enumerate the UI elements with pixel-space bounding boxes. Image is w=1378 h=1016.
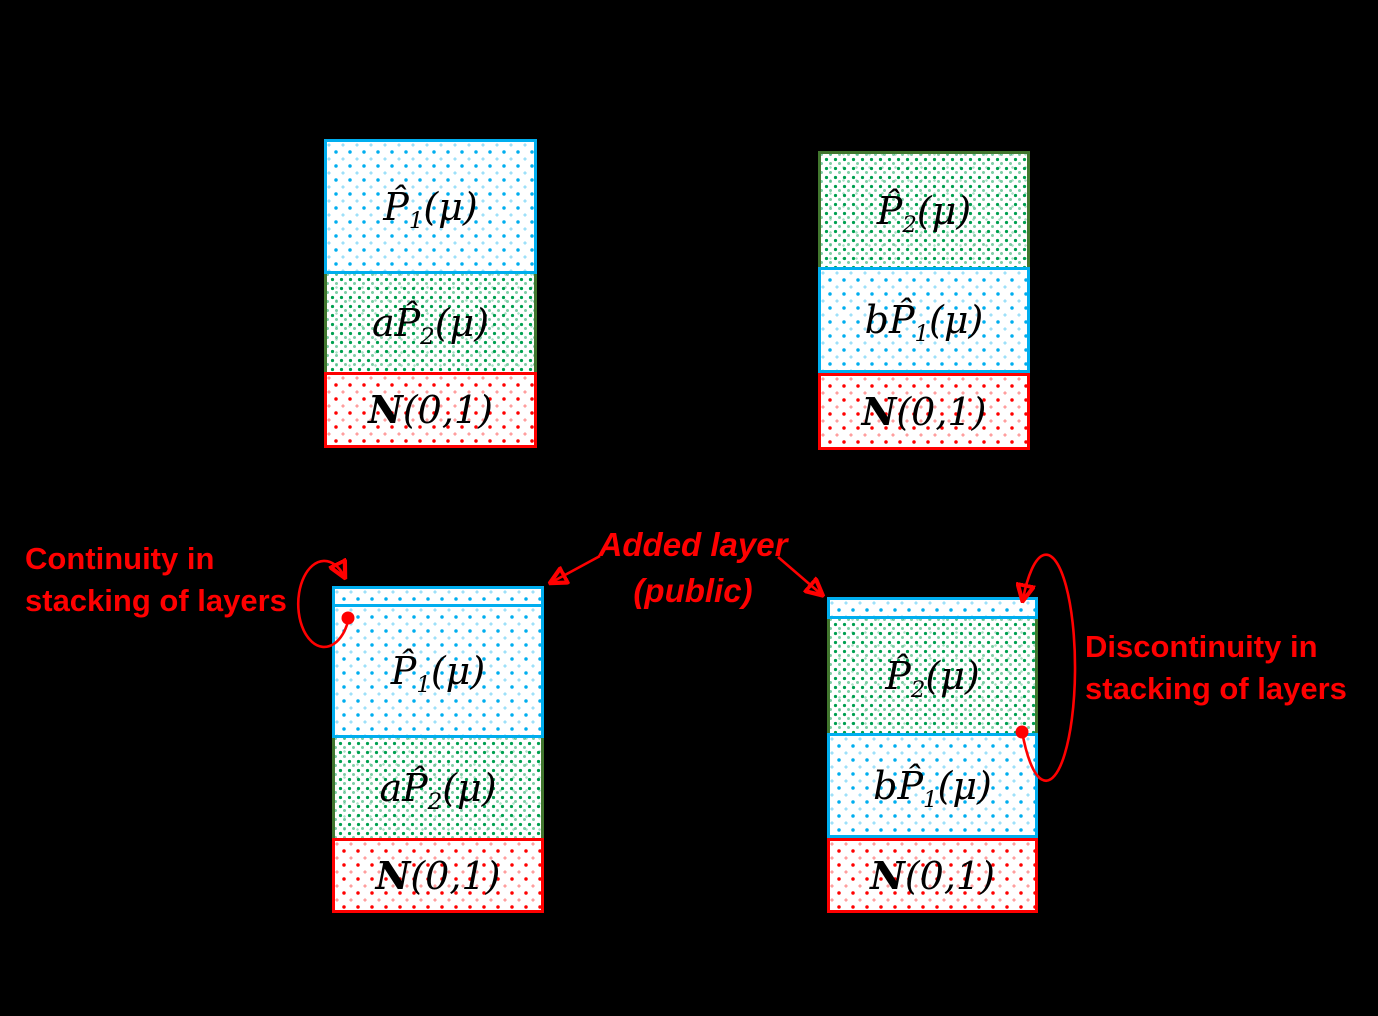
layer-normal-label: N(0,1): [870, 852, 995, 898]
layer-p2-label: P̂2(μ): [885, 654, 980, 703]
added-public-layer: [332, 586, 544, 607]
added-layer-annotation: Added layer (public): [560, 522, 826, 614]
layer-p1-hat: P̂1(μ): [324, 139, 537, 274]
discontinuity-line2: stacking of layers: [1085, 671, 1347, 706]
layer-a-p2-label: aP̂2(μ): [371, 301, 490, 350]
layer-normal-label: N(0,1): [368, 387, 493, 432]
layer-p2-hat: P̂2(μ): [827, 619, 1038, 733]
added-public-layer: [827, 597, 1038, 619]
discontinuity-annotation: Discontinuity in stacking of layers: [1085, 626, 1347, 710]
layer-p1-label: P̂1(μ): [383, 184, 478, 234]
added-layer-line2: (public): [633, 572, 753, 609]
added-layer-line1: Added layer: [598, 526, 788, 563]
layer-b-p1-hat: bP̂1(μ): [827, 733, 1038, 838]
layer-normal: N(0,1): [818, 373, 1030, 450]
layer-normal: N(0,1): [332, 838, 544, 913]
discontinuity-line1: Discontinuity in: [1085, 629, 1318, 664]
stack-bottom-left: P̂1(μ) aP̂2(μ) N(0,1): [332, 586, 544, 913]
layer-p1-hat: P̂1(μ): [332, 607, 544, 738]
layer-normal-label: N(0,1): [375, 852, 501, 898]
layer-a-p2-hat: aP̂2(μ): [324, 274, 537, 372]
layer-b-p1-label: bP̂1(μ): [873, 763, 992, 813]
stack-top-right: P̂2(μ) bP̂1(μ) N(0,1): [818, 151, 1030, 450]
layer-p1-label: P̂1(μ): [390, 649, 486, 698]
layer-normal: N(0,1): [827, 838, 1038, 913]
layer-normal-label: N(0,1): [861, 388, 987, 434]
layer-a-p2-hat: aP̂2(μ): [332, 738, 544, 838]
layer-a-p2-label: aP̂2(μ): [379, 766, 497, 815]
layer-p2-label: P̂2(μ): [876, 188, 972, 238]
layer-b-p1-label: bP̂1(μ): [864, 298, 984, 347]
stack-top-left: P̂1(μ) aP̂2(μ) N(0,1): [324, 139, 537, 448]
continuity-annotation: Continuity in stacking of layers: [25, 538, 287, 622]
layer-p2-hat: P̂2(μ): [818, 151, 1030, 267]
stack-bottom-right: P̂2(μ) bP̂1(μ) N(0,1): [827, 597, 1038, 913]
layer-b-p1-hat: bP̂1(μ): [818, 267, 1030, 373]
layer-normal: N(0,1): [324, 372, 537, 448]
continuity-line1: Continuity in: [25, 541, 215, 576]
continuity-line2: stacking of layers: [25, 583, 287, 618]
